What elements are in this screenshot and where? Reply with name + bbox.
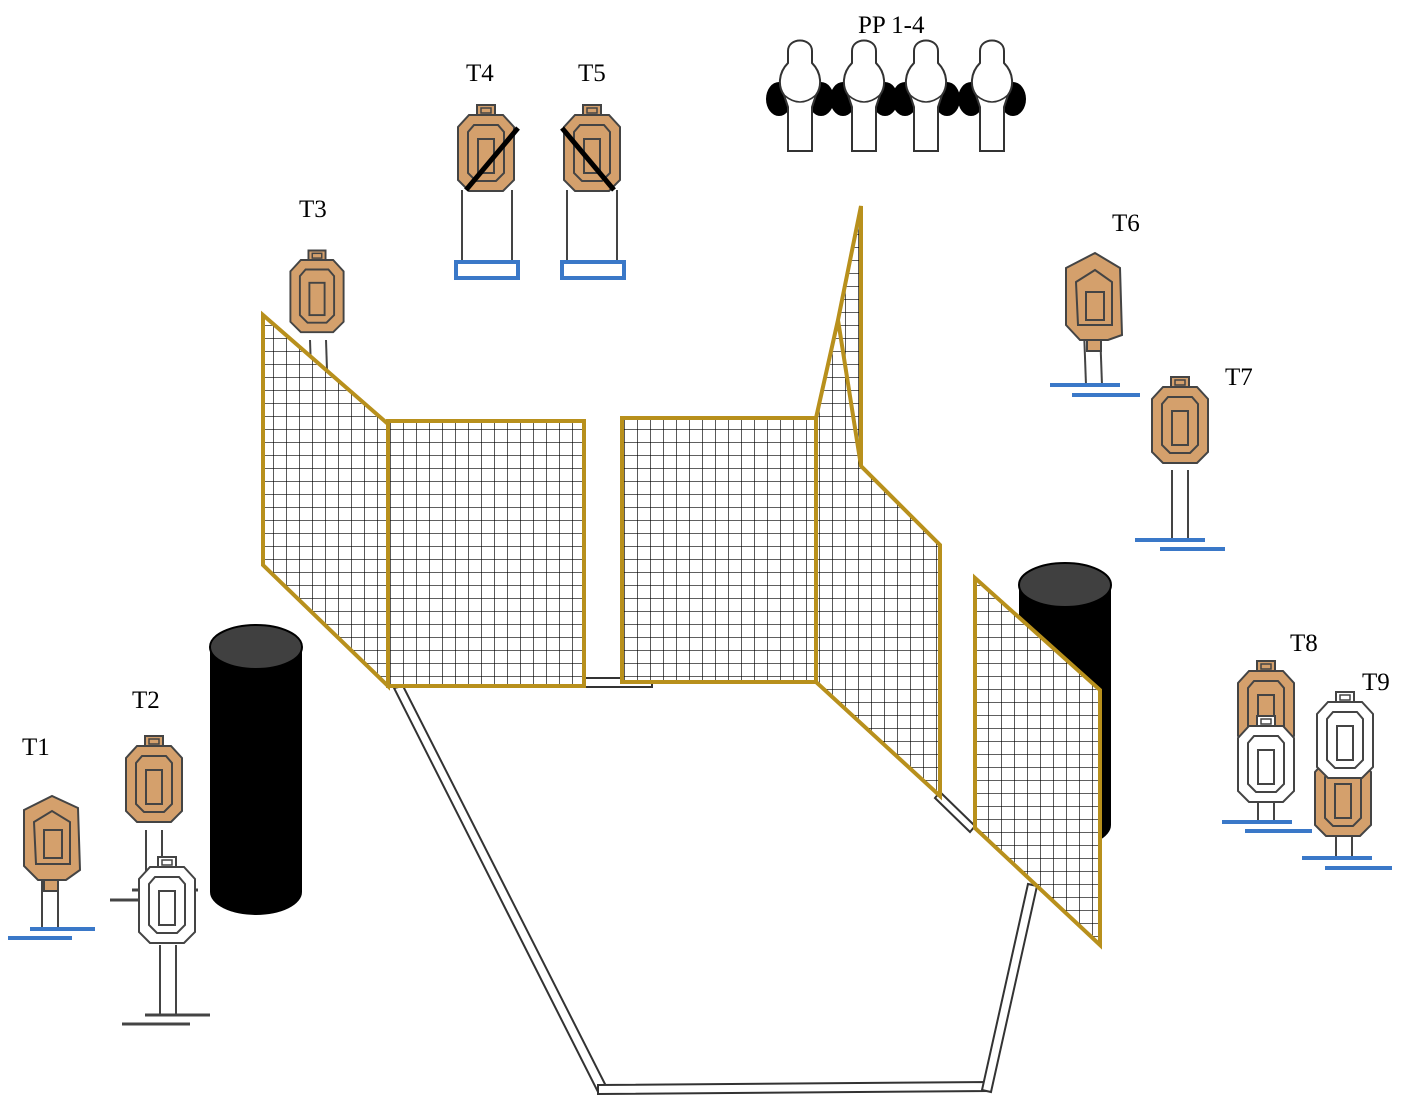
label-pp: PP 1-4 xyxy=(858,12,925,39)
target-t9 xyxy=(1302,749,1392,870)
label-t4: T4 xyxy=(466,60,494,87)
fault-line xyxy=(392,677,1039,1096)
label-t9: T9 xyxy=(1362,669,1390,696)
barrel-left xyxy=(209,624,303,915)
no-shoot-t8 xyxy=(1237,715,1295,803)
target-t6 xyxy=(1050,251,1140,397)
target-t1 xyxy=(8,794,95,940)
label-t2: T2 xyxy=(132,687,160,714)
label-t5: T5 xyxy=(578,60,606,87)
target-t7 xyxy=(1135,376,1225,551)
wall-right-center xyxy=(620,416,818,684)
label-t7: T7 xyxy=(1225,364,1253,391)
target-t5 xyxy=(560,104,626,280)
no-shoot-t9 xyxy=(1316,691,1374,779)
poppers-pp1-4 xyxy=(765,39,1027,152)
wall-right-angled xyxy=(814,319,942,801)
wall-left-center xyxy=(386,419,586,688)
target-t4 xyxy=(454,104,520,280)
label-t6: T6 xyxy=(1112,210,1140,237)
no-shoot-t2 xyxy=(122,856,210,1026)
label-t3: T3 xyxy=(299,196,327,223)
wall-far-right xyxy=(973,573,1102,950)
label-t8: T8 xyxy=(1290,630,1318,657)
label-t1: T1 xyxy=(22,734,50,761)
